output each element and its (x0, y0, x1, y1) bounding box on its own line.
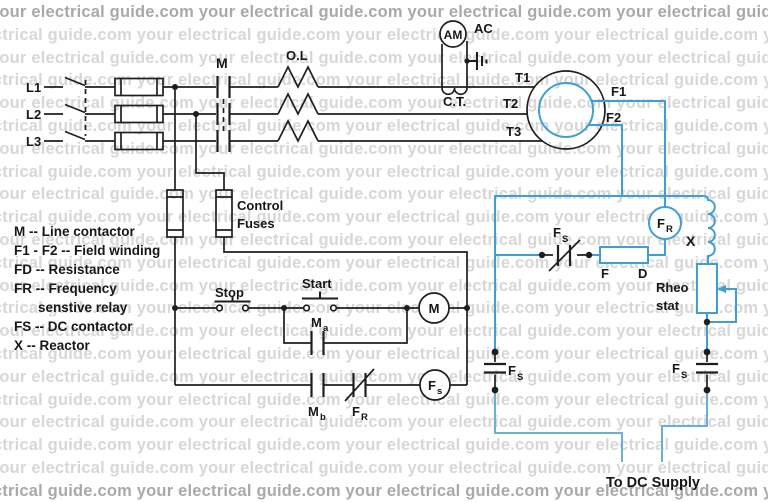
m-coil-circle (418, 292, 450, 324)
start-button (302, 291, 338, 312)
current-transformer (441, 41, 468, 96)
field-wiring (494, 82, 737, 462)
fs-coil-label-sub: s (437, 386, 442, 397)
motor-field-circle (538, 82, 594, 138)
l2-wire (44, 92, 527, 116)
mb-label-sub: b (320, 412, 326, 423)
fr-nc-contact (344, 368, 375, 402)
power-wiring (44, 20, 718, 402)
control-fuse-1 (166, 189, 184, 238)
f-terminal-label: F (601, 266, 609, 281)
ct-label: C.T. (443, 94, 466, 109)
rheostat-body (696, 263, 718, 314)
legend-item-fd: FD -- Resistance (14, 262, 120, 277)
stop-button (214, 296, 251, 312)
rheostat-label-2: stat (656, 298, 680, 313)
l2-switch-blade (64, 103, 86, 114)
m-coil-label: M (429, 301, 440, 316)
mb-contact (310, 373, 325, 397)
dc-lead-right (661, 390, 708, 462)
t2-label: T2 (503, 96, 518, 111)
m-main-contacts (216, 76, 231, 152)
ammeter-label: AM (444, 28, 463, 42)
ma-label-sub: a (323, 323, 329, 334)
junction-dots (172, 58, 711, 394)
control-fuses-label-2: Fuses (237, 216, 275, 231)
fs-left-label-sub: S (517, 372, 523, 383)
line-fuse-l2 (114, 104, 164, 124)
labels: L1 L2 L3 M O.L AM AC C.T. T1 T2 T3 F1 F2… (26, 21, 700, 491)
reactor-label: X (686, 233, 696, 249)
l3-label: L3 (26, 134, 41, 149)
legend-item-fr-cont: senstive relay (38, 300, 128, 315)
control-fuse-2 (215, 189, 233, 238)
mb-label: M (308, 404, 319, 419)
fs-nc-label-sub: S (562, 234, 568, 245)
legend-item-fs: FS -- DC contactor (14, 319, 133, 334)
line-fuse-l3 (114, 131, 164, 151)
control-fuses-label-1: Control (237, 198, 283, 213)
fs-right-label: F (672, 361, 680, 376)
ac-label: AC (474, 21, 493, 36)
ma-branch-wire (283, 308, 408, 344)
l3-wire (44, 119, 542, 143)
legend-item-f1f2: F1 - F2 -- Field winding (14, 243, 161, 258)
legend-item-m: M -- Line contactor (14, 224, 135, 239)
fs-right-label-sub: S (681, 370, 687, 381)
line-fuse-l1 (114, 77, 164, 97)
to-dc-supply-label: To DC Supply (606, 475, 700, 491)
field-bus-wire (494, 195, 704, 352)
d-terminal-label: D (638, 266, 647, 281)
f2-wire (588, 124, 623, 196)
discharge-resistor (599, 246, 649, 264)
control-right-rail (223, 237, 468, 385)
stop-label: Stop (215, 285, 244, 300)
m-contactor-label: M (216, 55, 228, 71)
resistor-to-fr-wire (648, 239, 666, 256)
fr-contact-label-sub: R (361, 412, 368, 423)
t3-label: T3 (506, 124, 521, 139)
ma-label: M (311, 315, 322, 330)
fs-nc-label: F (553, 225, 561, 240)
fs-dc-contact-left (484, 352, 506, 390)
ammeter-circle (439, 20, 467, 48)
rheostat-wiper (707, 285, 737, 323)
motor-stator-circle (526, 70, 606, 150)
fs-left-label: F (508, 363, 516, 378)
fr-contact-label: F (352, 404, 360, 419)
l1-label: L1 (26, 80, 41, 95)
f1-label: F1 (611, 84, 626, 99)
l3-switch-blade (64, 130, 86, 141)
dc-lead-left (494, 390, 623, 462)
fr-coil-label: F (657, 216, 665, 231)
fr-coil-circle (648, 206, 682, 240)
ground-symbol (467, 52, 488, 70)
legend-item-fr: FR -- Frequency (14, 281, 117, 296)
fs-coil-circle (419, 369, 451, 401)
control-feeder-right (195, 114, 225, 190)
legend: M -- Line contactor F1 - F2 -- Field win… (14, 222, 160, 355)
f2-label: F2 (606, 110, 621, 125)
fs-dc-contact-right (696, 352, 718, 390)
legend-item-x: X -- Reactor (14, 338, 90, 353)
fr-coil-label-sub: R (666, 224, 673, 235)
t1-label: T1 (515, 70, 530, 85)
overload-label: O.L (286, 48, 308, 63)
fs-coil-label: F (428, 378, 436, 393)
f1-wire (591, 100, 666, 207)
l1-wire (44, 65, 535, 89)
l1-switch-blade (64, 76, 86, 87)
l2-label: L2 (26, 107, 41, 122)
ma-contact (310, 331, 325, 355)
rheostat-label-1: Rheo (656, 280, 689, 295)
start-label: Start (302, 276, 332, 291)
reactor-coil (703, 195, 716, 264)
